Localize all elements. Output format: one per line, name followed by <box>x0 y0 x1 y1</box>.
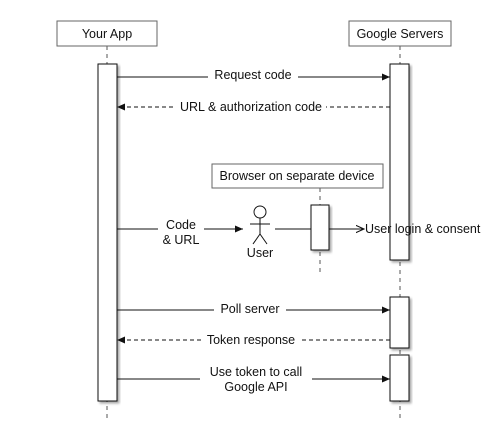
message-use-token: Use token to call Google API <box>117 364 390 394</box>
participant-google-servers: Google Servers <box>348 20 452 47</box>
google-activation-1 <box>389 63 410 261</box>
message-user-login-label: User login & consent <box>365 222 481 236</box>
message-poll-server: Poll server <box>117 300 390 316</box>
message-user-login: User login & consent <box>329 222 481 236</box>
message-code-url: Code & URL <box>117 216 243 247</box>
app-activation <box>97 63 118 402</box>
message-url-auth-code: URL & authorization code <box>117 98 390 114</box>
participant-your-app: Your App <box>56 20 158 47</box>
message-code-url-line1: Code <box>166 218 196 232</box>
message-token-response: Token response <box>117 331 390 347</box>
browser-activation <box>310 204 330 251</box>
message-use-token-line2: Google API <box>224 380 287 394</box>
message-request-code-label: Request code <box>214 68 291 82</box>
message-request-code: Request code <box>117 67 390 83</box>
user-actor: User <box>247 205 273 260</box>
user-actor-icon <box>253 205 267 219</box>
google-activation-3 <box>389 354 410 402</box>
message-token-response-label: Token response <box>207 333 295 347</box>
message-code-url-line2: & URL <box>163 233 200 247</box>
message-url-auth-code-label: URL & authorization code <box>180 100 322 114</box>
message-poll-server-label: Poll server <box>220 302 279 316</box>
participant-your-app-label: Your App <box>82 27 132 41</box>
participant-browser-label: Browser on separate device <box>220 169 375 183</box>
participant-google-servers-label: Google Servers <box>357 27 444 41</box>
user-actor-label: User <box>247 246 273 260</box>
message-use-token-line1: Use token to call <box>210 365 302 379</box>
participant-browser: Browser on separate device <box>211 163 384 189</box>
google-activation-2 <box>389 296 410 349</box>
